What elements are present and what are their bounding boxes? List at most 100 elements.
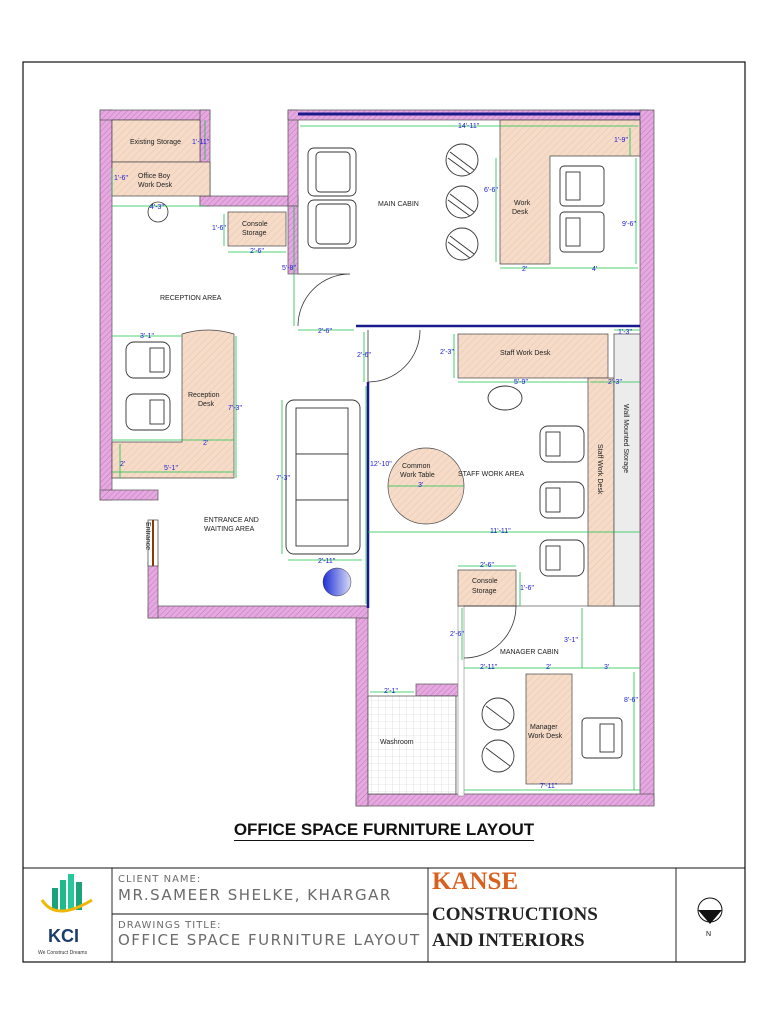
drawing-title: OFFICE SPACE FURNITURE LAYOUT bbox=[233, 820, 535, 841]
dim-6-6: 6'-6" bbox=[484, 187, 498, 194]
north-arrow-icon bbox=[697, 897, 723, 924]
door-swings bbox=[297, 273, 517, 659]
dimension-labels: 1'-11" 1'-6" 4'-3" 1'-6" 2'-6" 14'-11" 1… bbox=[114, 123, 638, 790]
label-console2-1: Console bbox=[472, 578, 498, 585]
staff-work-desk-h bbox=[457, 333, 609, 379]
logo-tagline: We Construct Dreams bbox=[38, 950, 88, 956]
label-reception-desk-1: Reception bbox=[188, 392, 220, 399]
label-office-boy-2: Work Desk bbox=[138, 182, 173, 189]
waiting-sofa bbox=[285, 399, 361, 555]
drawing-title-block: OFFICE SPACE FURNITURE LAYOUT bbox=[118, 931, 421, 949]
dim-11-11: 11'-11" bbox=[490, 528, 511, 535]
dimension-lines bbox=[111, 120, 640, 791]
dim-5-8: 5'-8" bbox=[282, 265, 296, 272]
drawing-label: DRAWINGS TITLE: bbox=[118, 920, 222, 931]
label-reception-area: RECEPTION AREA bbox=[160, 295, 222, 302]
label-staff-work-desk: Staff Work Desk bbox=[500, 350, 551, 357]
dim-3-1b: 3'-1" bbox=[564, 637, 578, 644]
office-chair bbox=[147, 201, 169, 223]
label-entrance-waiting-1: ENTRANCE AND bbox=[204, 517, 259, 524]
dim-2-6c: 2'-6" bbox=[357, 352, 371, 359]
dim-2-3a: 2'-3" bbox=[440, 349, 454, 356]
manager-chairs bbox=[481, 697, 623, 773]
dim-4: 4' bbox=[592, 266, 597, 273]
company-name-interiors: AND INTERIORS bbox=[432, 930, 585, 951]
main-cabin-armchairs bbox=[307, 147, 357, 249]
dim-3b: 3' bbox=[604, 664, 609, 671]
manager-work-desk bbox=[525, 673, 573, 785]
furniture bbox=[111, 119, 641, 795]
dim-2a: 2' bbox=[522, 266, 527, 273]
north-label: N bbox=[706, 931, 712, 938]
dim-1-3: 1'-3" bbox=[618, 329, 632, 336]
kci-logo-icon bbox=[40, 874, 93, 913]
label-entrance: Entrance bbox=[144, 522, 151, 550]
plant-pot bbox=[322, 567, 352, 597]
company-name-constructions: CONSTRUCTIONS bbox=[432, 904, 598, 925]
dim-8-6: 8'-6" bbox=[624, 697, 638, 704]
client-name: MR.SAMEER SHELKE, KHARGAR bbox=[118, 886, 392, 904]
dim-1-11: 1'-11" bbox=[192, 139, 210, 146]
reception-chairs bbox=[125, 341, 171, 431]
client-label: CLIENT NAME: bbox=[118, 874, 202, 885]
dim-2-1: 2'-1" bbox=[384, 688, 398, 695]
label-office-boy-1: Office Boy bbox=[138, 173, 171, 180]
label-work-desk-2: Desk bbox=[512, 209, 528, 216]
title-block bbox=[22, 868, 677, 962]
console-storage-1 bbox=[227, 211, 287, 247]
wall-mounted-storage bbox=[613, 333, 641, 607]
label-common-table-2: Work Table bbox=[400, 472, 435, 479]
dim-7-3a: 7'-3" bbox=[228, 405, 242, 412]
main-cabin-exec-chairs bbox=[559, 165, 605, 253]
dim-3: 3' bbox=[418, 482, 423, 489]
dim-2-11a: 2'-11" bbox=[318, 558, 336, 565]
dim-7-11: 7'-11" bbox=[540, 783, 558, 790]
dim-5-1: 5'-1" bbox=[164, 465, 178, 472]
dim-5-9: 5'-9" bbox=[514, 379, 528, 386]
staff-work-desk-v bbox=[587, 377, 615, 607]
label-staff-work-area: STAFF WORK AREA bbox=[458, 471, 524, 478]
label-existing-storage: Existing Storage bbox=[130, 139, 181, 146]
reception-desk bbox=[111, 329, 235, 479]
label-manager-desk-1: Manager bbox=[530, 724, 558, 731]
office-boy-desk bbox=[111, 161, 211, 197]
room-labels: Existing Storage Office Boy Work Desk Co… bbox=[130, 139, 629, 746]
label-work-desk-1: Work bbox=[514, 200, 531, 207]
label-manager-cabin: MANAGER CABIN bbox=[500, 649, 559, 656]
dim-1-6a: 1'-6" bbox=[114, 175, 128, 182]
label-console-2: Storage bbox=[242, 230, 267, 237]
dim-1-9: 1'-9" bbox=[614, 137, 628, 144]
label-staff-work-desk-v: Staff Work Desk bbox=[596, 444, 603, 495]
dim-2-6b: 2'-6" bbox=[318, 328, 332, 335]
dim-2-3b: 2'-3" bbox=[608, 379, 622, 386]
dim-2b: 2' bbox=[203, 440, 208, 447]
label-manager-desk-2: Work Desk bbox=[528, 733, 563, 740]
staff-chair-top bbox=[487, 385, 523, 411]
dim-7-3b: 7'-3" bbox=[276, 475, 290, 482]
dim-2d: 2' bbox=[546, 664, 551, 671]
dim-2c: 2' bbox=[120, 461, 125, 468]
dim-4-3: 4'-3" bbox=[150, 204, 164, 211]
dim-2-6e: 2'-6" bbox=[450, 631, 464, 638]
sheet-border bbox=[22, 61, 746, 963]
walls bbox=[99, 109, 655, 807]
label-wall-mounted-storage: Wall Mounted Storage bbox=[622, 404, 629, 473]
washroom-floor bbox=[367, 695, 457, 795]
dim-12-10: 12'-10" bbox=[370, 461, 392, 468]
label-washroom: Washroom bbox=[380, 739, 414, 746]
company-name-kanse: KANSE bbox=[432, 868, 519, 895]
dim-2-6d: 2'-6" bbox=[480, 562, 494, 569]
dim-14-11: 14'-11" bbox=[458, 123, 480, 130]
main-cabin-chairs bbox=[445, 143, 479, 261]
label-reception-desk-2: Desk bbox=[198, 401, 214, 408]
dim-2-11b: 2'-11" bbox=[480, 664, 498, 671]
label-common-table-1: Common bbox=[402, 463, 431, 470]
staff-chairs bbox=[539, 425, 585, 577]
logo-text: KCI bbox=[48, 926, 79, 946]
existing-storage bbox=[111, 119, 201, 163]
label-main-cabin: MAIN CABIN bbox=[378, 201, 419, 208]
label-console-1: Console bbox=[242, 221, 268, 228]
dim-2-6a: 2'-6" bbox=[250, 248, 264, 255]
label-console2-2: Storage bbox=[472, 588, 497, 595]
main-cabin-work-desk bbox=[499, 119, 641, 265]
